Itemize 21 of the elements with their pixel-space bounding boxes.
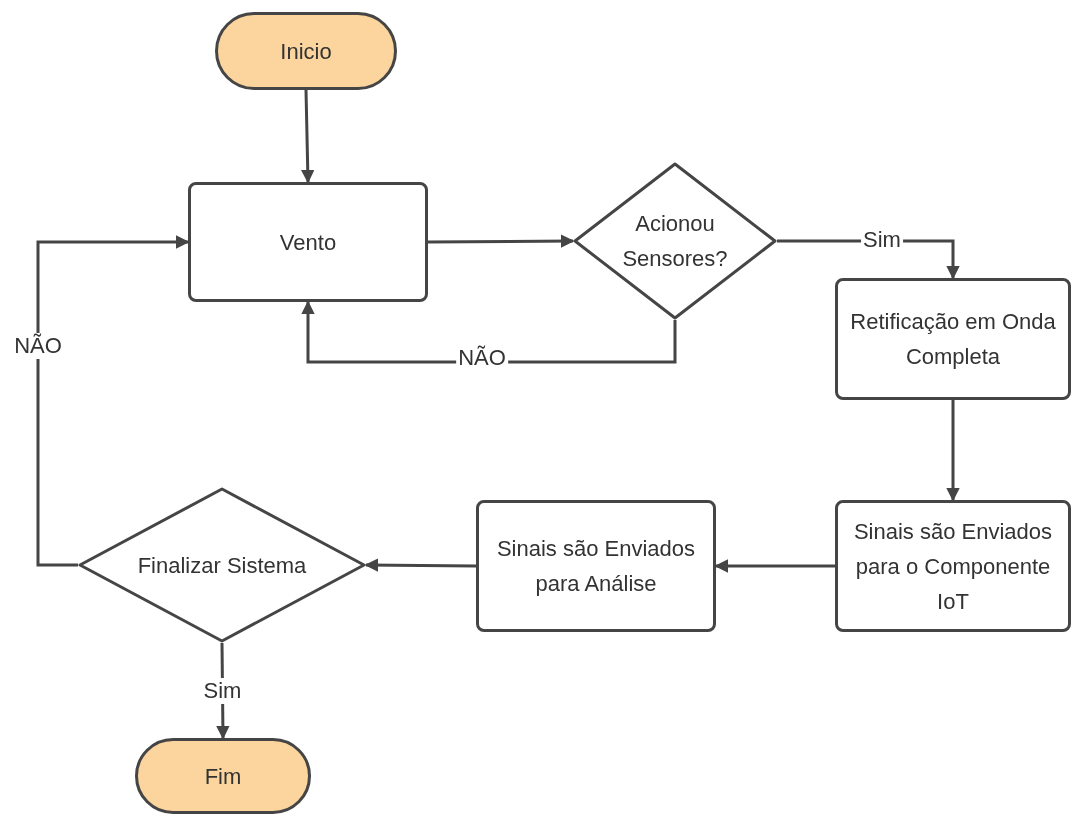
arrow [428, 234, 575, 248]
arrow [36, 235, 190, 567]
arrow [301, 300, 677, 364]
process-box [835, 278, 1071, 400]
node-label: Sinais são Enviados para o Componente IoT [852, 517, 1054, 616]
node-label: Sinais são Enviados para Análise [495, 535, 697, 598]
arrow [301, 89, 315, 184]
arrow [714, 559, 835, 573]
arrow [364, 558, 476, 572]
process-box [476, 500, 716, 632]
node-label: Acionou Sensores? [621, 210, 729, 273]
node-label: Vento [278, 228, 338, 257]
process-box [188, 182, 428, 302]
node-label: Fim [203, 762, 243, 791]
node-label: Retificação em Onda Completa [849, 308, 1057, 371]
node-label: Finalizar Sistema [136, 551, 308, 580]
decision-diamond [78, 487, 366, 643]
process-box [835, 500, 1071, 632]
arrow [946, 400, 960, 502]
node-label: Inicio [279, 37, 333, 66]
decision-diamond [573, 162, 777, 320]
